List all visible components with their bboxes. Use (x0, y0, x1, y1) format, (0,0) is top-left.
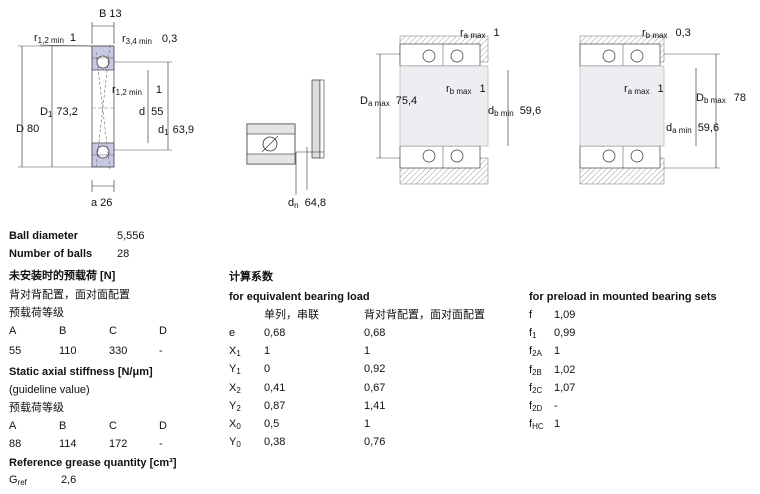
calc-row-symbol: X1 (229, 345, 241, 359)
preload-factor-symbol: f1 (529, 327, 537, 341)
preload-factors-heading: for preload in mounted bearing sets (529, 291, 717, 303)
preload-factor-value: 1,09 (554, 309, 576, 321)
preload-heading: 未安装时的预载荷 [N] (9, 270, 116, 282)
stiffness-value-c: 172 (109, 438, 128, 450)
calc-row-symbol: Y1 (229, 363, 241, 377)
calc-row-single-value: 0,5 (264, 418, 280, 430)
preload-factor-symbol: f2C (529, 381, 543, 395)
stiffness-col-a: A (9, 420, 17, 432)
preload-factor-value: 1,07 (554, 381, 576, 394)
preload-factor-symbol: f2B (529, 363, 542, 377)
gref-value: 2,6 (61, 474, 77, 486)
calc-col-single: 单列，串联 (264, 309, 319, 321)
preload-factor-value: 1 (554, 345, 561, 358)
calc-row-symbol: e (229, 327, 236, 339)
preload-col-d: D (159, 325, 167, 337)
stiffness-value-a: 88 (9, 438, 22, 450)
stiffness-value-d: - (159, 438, 163, 450)
stiffness-heading: Static axial stiffness [N/μm] (9, 366, 153, 378)
calc-row-single-value: 0,87 (264, 399, 286, 412)
calc-row-paired-value: 0,68 (364, 327, 386, 339)
calc-row-paired-value: 1 (364, 418, 371, 430)
preload-factor-symbol: f2D (529, 400, 543, 413)
preload-value-b: 110 (59, 345, 77, 357)
preload-value-c: 330 (109, 345, 128, 357)
calc-row-single-value: 0,68 (264, 327, 286, 339)
grease-heading: Reference grease quantity [cm³] (9, 457, 177, 469)
dim-a: a 26 (91, 197, 112, 209)
number-of-balls-label: Number of balls (9, 248, 93, 260)
calc-row-single-value: 0 (264, 363, 271, 376)
stiffness-guideline: (guideline value) (9, 384, 90, 396)
preload-factor-value: 0,99 (554, 327, 576, 340)
stiffness-col-c: C (109, 420, 117, 432)
bearing-data-table: Ball diameter 5,556 Number of balls 28 未… (9, 227, 219, 489)
preload-factor-symbol: f (529, 309, 533, 321)
preload-col-c: C (109, 325, 117, 337)
stiffness-col-d: D (159, 420, 167, 432)
calc-row-paired-value: 1,41 (364, 399, 386, 412)
dim-B: B 13 (99, 8, 122, 20)
ball-diameter-label: Ball diameter (9, 230, 79, 242)
calc-subheading: for equivalent bearing load (229, 291, 370, 303)
calc-row-symbol: Y2 (229, 399, 241, 413)
stiffness-value-b: 114 (59, 438, 77, 450)
calc-row-single-value: 1 (264, 345, 271, 358)
number-of-balls-value: 28 (117, 248, 130, 260)
stiffness-col-b: B (59, 420, 67, 432)
calc-row-symbol: Y0 (229, 436, 241, 450)
preload-value-d: - (159, 345, 163, 357)
preload-factor-value: 1 (554, 418, 561, 431)
preload-arrangement: 背对背配置，面对面配置 (9, 289, 130, 301)
dim-D: D 80 (16, 123, 39, 135)
calc-row-paired-value: 0,92 (364, 363, 386, 376)
calc-row-symbol: X2 (229, 381, 241, 395)
stiffness-class: 预载荷等级 (9, 402, 64, 414)
calc-row-single-value: 0,38 (264, 436, 286, 449)
preload-col-a: A (9, 325, 17, 337)
preload-factor-symbol: f2A (529, 345, 542, 359)
calc-row-symbol: X0 (229, 418, 241, 431)
calc-row-paired-value: 0,76 (364, 436, 386, 449)
calc-col-paired: 背对背配置，面对面配置 (364, 309, 485, 321)
preload-factor-symbol: fHC (529, 418, 544, 432)
preload-class: 预载荷等级 (9, 307, 64, 319)
gref-label: Gref (9, 474, 27, 487)
preload-value-a: 55 (9, 345, 22, 357)
calc-row-paired-value: 1 (364, 345, 371, 358)
preload-factor-value: 1,02 (554, 363, 576, 376)
preload-col-b: B (59, 325, 67, 337)
ball-diameter-value: 5,556 (117, 230, 145, 242)
calc-heading: 计算系数 (229, 271, 273, 283)
preload-factor-value: - (554, 400, 558, 412)
calculation-factors-table: 计算系数 for equivalent bearing load 单列，串联 背… (229, 268, 519, 458)
preload-factors-table: for preload in mounted bearing sets f 1,0… (529, 288, 749, 438)
calc-row-single-value: 0,41 (264, 381, 286, 394)
calc-row-paired-value: 0,67 (364, 381, 386, 394)
